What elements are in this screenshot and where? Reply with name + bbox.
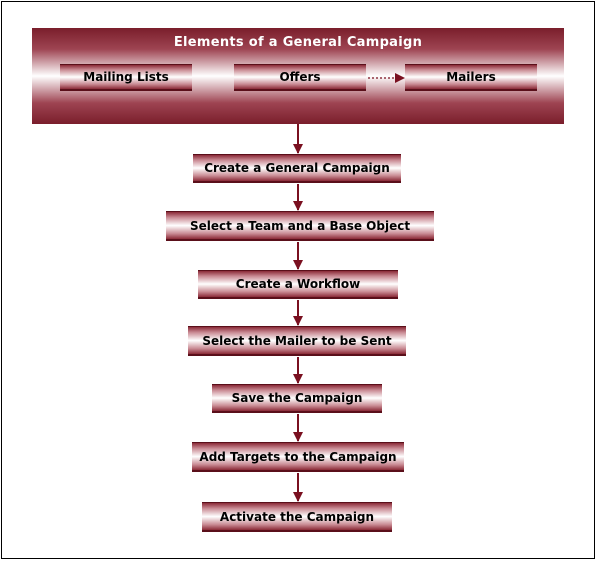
step-create-workflow: Create a Workflow — [198, 270, 398, 299]
element-mailing-lists: Mailing Lists — [60, 64, 192, 91]
element-mailers: Mailers — [405, 64, 537, 91]
step-save-campaign: Save the Campaign — [212, 384, 382, 413]
step-add-targets: Add Targets to the Campaign — [192, 442, 404, 472]
step-select-team-base-object: Select a Team and a Base Object — [166, 211, 434, 241]
step-select-mailer: Select the Mailer to be Sent — [188, 326, 406, 356]
step-create-general-campaign: Create a General Campaign — [193, 154, 401, 183]
element-offers: Offers — [234, 64, 366, 91]
panel-title: Elements of a General Campaign — [173, 35, 423, 50]
step-activate-campaign: Activate the Campaign — [202, 502, 392, 532]
